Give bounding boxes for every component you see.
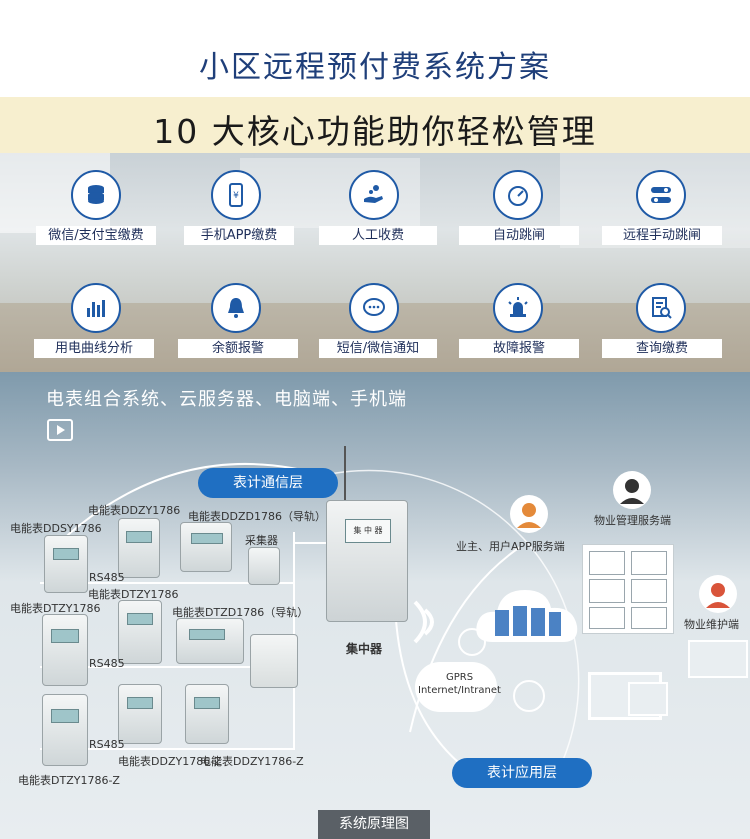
cloud-server-icon	[476, 590, 578, 642]
feature-label: 用电曲线分析	[34, 339, 154, 358]
lock-icon	[458, 628, 486, 656]
manager-avatar-icon	[613, 471, 651, 509]
feature-label: 故障报警	[459, 339, 579, 358]
page-title: 小区远程预付费系统方案	[199, 50, 551, 85]
feature-label: 余额报警	[178, 339, 298, 358]
diagram-subtitle: 电表组合系统、云服务器、电脑端、手机端	[46, 389, 407, 410]
maintainer-avatar-icon	[699, 575, 737, 613]
feature-label: 自动跳闸	[459, 226, 579, 245]
meter-dtzy1786-z	[42, 694, 88, 766]
property-mgmt-label: 物业管理服务端	[594, 514, 671, 527]
feature-label: 查询缴费	[602, 339, 722, 358]
wifi-signal-icon	[413, 600, 434, 644]
features-panel: 微信/支付宝缴费 ¥ 手机APP缴费 人工收费 自动跳闸 远程手动跳闸 用电曲线…	[0, 153, 750, 372]
meter-label: 电能表DTZD1786（导轨）	[172, 606, 309, 619]
document-search-icon	[636, 283, 686, 333]
app-layer-tag: 表计应用层	[452, 758, 592, 788]
bell-icon	[211, 283, 261, 333]
meter-label: 电能表DDZY1786-Z	[118, 755, 222, 768]
bus-line	[40, 748, 295, 750]
comm-layer-tag: 表计通信层	[198, 468, 338, 498]
meter-label: 电能表DTZY1786	[88, 588, 179, 601]
bus-line	[293, 542, 328, 544]
meter-ddsy1786	[44, 535, 88, 593]
system-diagram: 电表组合系统、云服务器、电脑端、手机端 表计通信层 表计应用层 电能表DDSY1…	[0, 372, 750, 839]
diagram-caption: 系统原理图	[318, 810, 430, 839]
feature-label: 微信/支付宝缴费	[36, 226, 156, 245]
meter-label: 电能表DTZY1786-Z	[18, 774, 120, 787]
concentrator-screen: 集 中 器	[345, 519, 391, 543]
meter-dtzy1786	[42, 614, 88, 686]
lock-icon	[513, 680, 545, 712]
meter-label: 电能表DDSY1786	[10, 522, 102, 535]
meter-label: 电能表DDZD1786（导轨）	[188, 510, 326, 523]
toggle-switch-icon	[636, 170, 686, 220]
bus-line	[40, 666, 295, 668]
meter-ddzd1786-rail	[180, 522, 232, 572]
rs485-label: RS485	[89, 738, 125, 751]
property-maint-label: 物业维护端	[684, 618, 739, 631]
chat-bubble-icon	[349, 283, 399, 333]
meter-dtzy1786-b	[118, 600, 162, 664]
concentrator-label: 集中器	[346, 642, 383, 656]
play-icon	[47, 419, 73, 441]
collector-device-2	[250, 634, 298, 688]
svg-text:¥: ¥	[233, 191, 239, 201]
user-app-label: 业主、用户APP服务端	[456, 540, 565, 553]
banner-text: 10 大核心功能助你轻松管理	[153, 112, 597, 151]
meter-dtzd1786-rail	[176, 618, 244, 664]
feature-label: 人工收费	[319, 226, 437, 245]
phone-yen-icon: ¥	[211, 170, 261, 220]
meter-ddzy1786-z	[118, 684, 162, 744]
user-avatar-icon	[510, 495, 548, 533]
meter-label: 电能表DTZY1786	[10, 602, 101, 615]
meter-label: 电能表DDZY1786	[88, 504, 181, 517]
rs485-label: RS485	[89, 571, 125, 584]
meter-ddzy1786-z-b	[185, 684, 229, 744]
tablet-icon	[628, 682, 668, 716]
gprs-label: GPRS	[446, 672, 474, 683]
feature-label: 远程手动跳闸	[602, 226, 722, 245]
feature-label: 短信/微信通知	[319, 339, 437, 358]
dashboard-screen	[582, 544, 674, 634]
bus-line	[40, 582, 295, 584]
collector-label: 采集器	[245, 534, 278, 547]
desktop-icon	[688, 640, 748, 678]
meter-label: 电能表DDZY1786-Z	[200, 755, 304, 768]
collector-device	[248, 547, 280, 585]
antenna	[344, 446, 346, 506]
internet-label: Internet/Intranet	[418, 685, 501, 696]
coin-stack-icon	[71, 170, 121, 220]
gauge-icon	[493, 170, 543, 220]
hand-coins-icon	[349, 170, 399, 220]
bar-chart-icon	[71, 283, 121, 333]
rs485-label: RS485	[89, 657, 125, 670]
gprs-cloud	[415, 662, 497, 712]
alarm-light-icon	[493, 283, 543, 333]
banner	[0, 97, 750, 153]
feature-label: 手机APP缴费	[184, 226, 294, 245]
concentrator-device: 集 中 器	[326, 500, 408, 622]
meter-ddzy1786	[118, 518, 160, 578]
